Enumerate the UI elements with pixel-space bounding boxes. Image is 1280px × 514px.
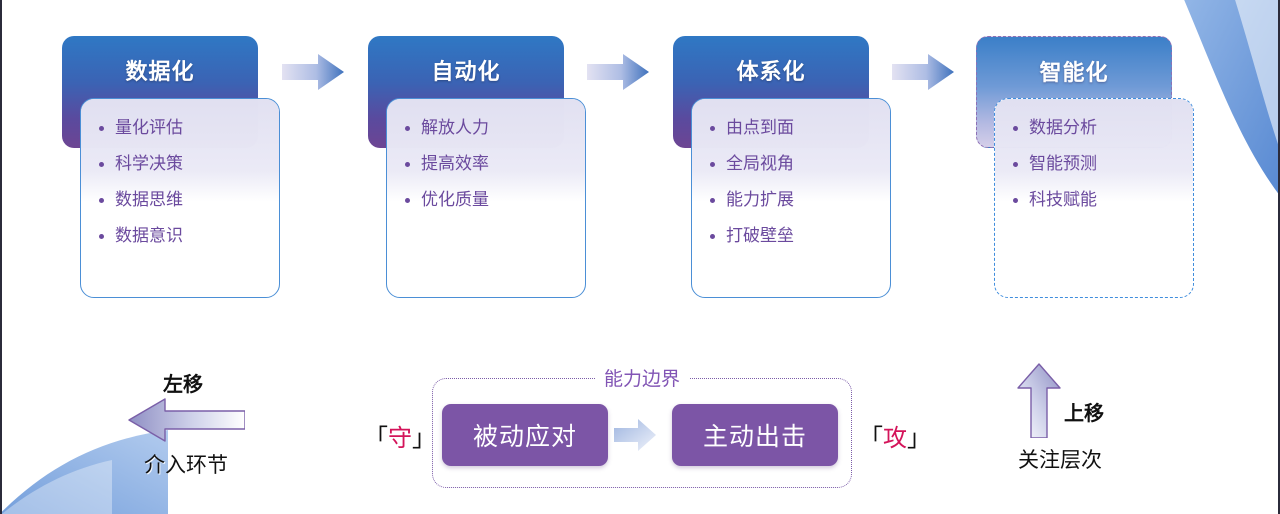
stage-card-2[interactable]: 体系化 由点到面 全局视角 能力扩展 打破壁垒 — [673, 36, 891, 298]
right-shift-group: 上移 关注层次 — [960, 362, 1160, 474]
bracket-open: 「 — [859, 425, 883, 452]
stage-title-1: 自动化 — [431, 59, 501, 84]
arrow-left-icon — [128, 398, 246, 442]
list-item: 智能预测 — [1013, 155, 1193, 172]
list-item: 由点到面 — [710, 119, 890, 136]
stage-card-0[interactable]: 数据化 量化评估 科学决策 数据思维 数据意识 — [62, 36, 280, 298]
left-dimension-label: 介入环节 — [144, 454, 228, 477]
bracket-open: 「 — [364, 425, 388, 452]
arrow-right-icon — [892, 54, 954, 90]
list-item: 能力扩展 — [710, 191, 890, 208]
list-item: 全局视角 — [710, 155, 890, 172]
list-item: 科学决策 — [99, 155, 279, 172]
bracket-close: 」 — [412, 425, 436, 452]
stage-bullet-list-0: 量化评估 科学决策 数据思维 数据意识 — [81, 99, 279, 244]
right-direction-label: 上移 — [1064, 402, 1104, 425]
left-shift-group: 左移 介入环节 — [106, 368, 266, 479]
stage-body-2: 由点到面 全局视角 能力扩展 打破壁垒 — [691, 98, 891, 298]
arrow-right-icon — [587, 54, 649, 90]
flow-arrow-2 — [892, 54, 954, 90]
arrow-up-icon — [1017, 363, 1061, 438]
right-dimension-label: 关注层次 — [1018, 449, 1102, 472]
stage-bullet-list-2: 由点到面 全局视角 能力扩展 打破壁垒 — [692, 99, 890, 244]
list-item: 数据意识 — [99, 227, 279, 244]
boundary-legend-text: 能力边界 — [594, 369, 689, 390]
stage-card-3[interactable]: 智能化 数据分析 智能预测 科技赋能 — [976, 36, 1194, 298]
stage-bullet-list-3: 数据分析 智能预测 科技赋能 — [995, 99, 1193, 208]
stage-title-2: 体系化 — [736, 59, 806, 84]
list-item: 数据分析 — [1013, 119, 1193, 136]
bracket-close: 」 — [907, 425, 931, 452]
state-chip-passive[interactable]: 被动应对 — [442, 404, 608, 466]
maturity-stage-row: 数据化 量化评估 科学决策 数据思维 数据意识 自动 — [62, 36, 1194, 298]
list-item: 提高效率 — [405, 155, 585, 172]
stage-body-0: 量化评估 科学决策 数据思维 数据意识 — [80, 98, 280, 298]
flow-arrow-1 — [587, 54, 649, 90]
list-item: 解放人力 — [405, 119, 585, 136]
stage-bullet-list-1: 解放人力 提高效率 优化质量 — [387, 99, 585, 208]
list-item: 打破壁垒 — [710, 227, 890, 244]
state-chip-proactive[interactable]: 主动出击 — [672, 404, 838, 466]
capability-boundary-legend: 能力边界 — [432, 364, 852, 391]
list-item: 优化质量 — [405, 191, 585, 208]
defense-mark: 「守」 — [364, 418, 436, 453]
flow-arrow-0 — [282, 54, 344, 90]
stage-title-3: 智能化 — [1039, 60, 1109, 85]
arrow-right-icon — [282, 54, 344, 90]
arrow-right-icon — [614, 419, 656, 451]
state-transition-arrow — [614, 418, 656, 452]
defense-char: 守 — [388, 425, 412, 452]
list-item: 量化评估 — [99, 119, 279, 136]
list-item: 科技赋能 — [1013, 191, 1193, 208]
state-chip-proactive-label: 主动出击 — [702, 423, 807, 451]
list-item: 数据思维 — [99, 191, 279, 208]
bottom-axis-band: 左移 介入环节 能力边界 「守」 被动应对 — [0, 340, 1280, 514]
up-arrow-row: 上移 — [960, 362, 1160, 438]
stage-body-1: 解放人力 提高效率 优化质量 — [386, 98, 586, 298]
offense-char: 攻 — [883, 425, 907, 452]
stage-card-1[interactable]: 自动化 解放人力 提高效率 优化质量 — [368, 36, 586, 298]
left-arrow-wrap — [106, 397, 266, 443]
left-direction-label: 左移 — [163, 374, 203, 396]
stage-title-0: 数据化 — [125, 59, 195, 84]
offense-mark: 「攻」 — [859, 418, 931, 453]
state-chip-passive-label: 被动应对 — [472, 423, 577, 451]
stage-body-3: 数据分析 智能预测 科技赋能 — [994, 98, 1194, 298]
